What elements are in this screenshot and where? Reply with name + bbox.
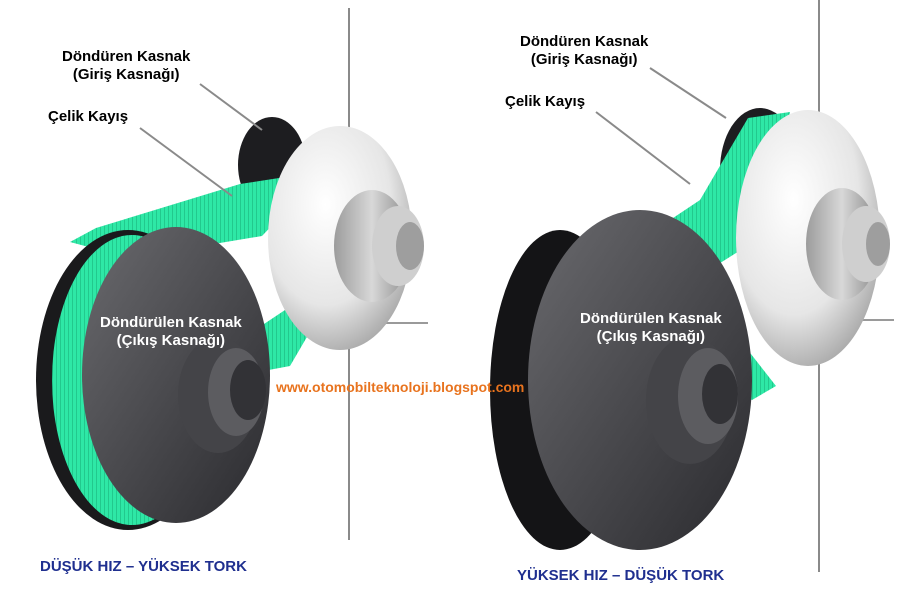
right-driven-pulley-label: Döndürülen Kasnak (Çıkış Kasnağı)	[580, 310, 722, 346]
right-driving-pulley-label-line1: Döndüren Kasnak	[520, 33, 649, 50]
left-driven-pulley-label: Döndürülen Kasnak (Çıkış Kasnağı)	[100, 314, 242, 350]
left-driving-hub-bore	[396, 222, 424, 270]
left-steel-belt-label: Çelik Kayış	[48, 108, 129, 125]
left-driving-pulley-label-line2: (Giriş Kasnağı)	[72, 66, 180, 83]
left-driven-hub-inner	[230, 360, 266, 420]
left-panel	[36, 8, 428, 540]
left-caption: DÜŞÜK HIZ – YÜKSEK TORK	[40, 558, 247, 575]
right-driving-pulley-label-line2: (Giriş Kasnağı)	[530, 51, 638, 68]
left-driving-pulley-label-line1: Döndüren Kasnak	[62, 48, 191, 65]
right-driven-pulley-label-line1: Döndürülen Kasnak	[580, 310, 722, 327]
left-driven-pulley-label-line1: Döndürülen Kasnak	[100, 314, 242, 331]
right-caption: YÜKSEK HIZ – DÜŞÜK TORK	[517, 567, 725, 584]
left-driving-leader	[199, 83, 263, 131]
right-belt-leader	[595, 111, 691, 185]
right-driven-hub-inner	[702, 364, 738, 424]
right-panel	[490, 0, 894, 572]
right-driven-pulley	[528, 210, 752, 550]
left-belt-leader	[139, 127, 233, 197]
left-driven-pulley-label-line2: (Çıkış Kasnağı)	[116, 332, 226, 349]
left-driving-pulley-label: Döndüren Kasnak (Giriş Kasnağı)	[62, 48, 190, 84]
right-driving-pulley-label: Döndüren Kasnak (Giriş Kasnağı)	[520, 33, 648, 69]
right-driving-hub-bore	[866, 222, 890, 266]
right-driving-leader	[649, 67, 727, 119]
right-driven-pulley-label-line2: (Çıkış Kasnağı)	[596, 328, 706, 345]
right-steel-belt-label: Çelik Kayış	[505, 93, 586, 110]
watermark-url[interactable]: www.otomobilteknoloji.blogspot.com	[276, 379, 525, 395]
